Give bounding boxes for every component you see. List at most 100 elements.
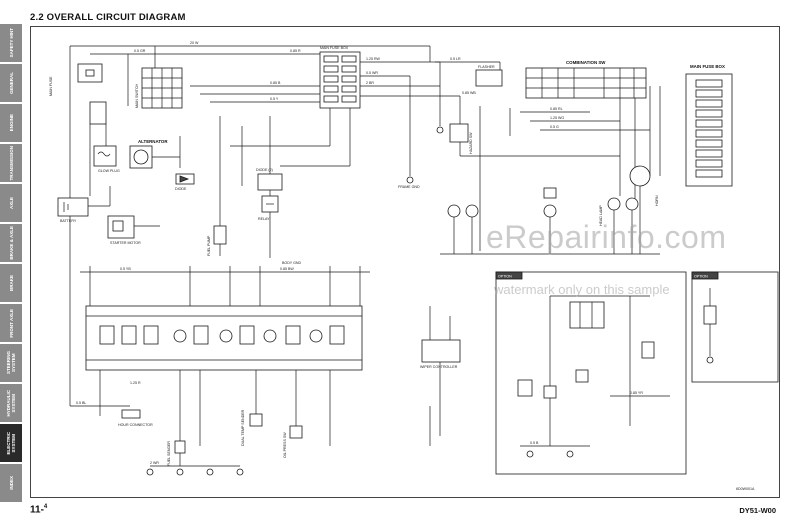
wire-code: 1.25 WG — [550, 116, 564, 120]
flasher — [475, 69, 503, 87]
main-fuse-switch-area: MAIN FUSE MAIN SWITCH — [49, 63, 183, 196]
side-tab-label: INDEX — [8, 476, 14, 490]
side-tab-general[interactable]: GENERAL — [0, 64, 22, 102]
wiper-controller-label: WIPER CONTROLLER — [420, 365, 458, 369]
main-switch-label: MAIN SWITCH — [135, 83, 139, 108]
starter-motor-label: STARTER MOTOR — [110, 241, 141, 245]
side-tab-brake[interactable]: BRAKE — [0, 264, 22, 302]
fuel-sender — [174, 440, 186, 454]
wire-code: 0.85 WB — [462, 91, 476, 95]
wire-code: 2 BR — [366, 81, 374, 85]
horn-label: HORN — [655, 195, 659, 206]
wiper-controller-area: WIPER CONTROLLER — [420, 306, 461, 446]
top-wiring — [69, 45, 661, 406]
wiper-controller — [421, 339, 461, 363]
flasher-label: FLASHER — [478, 65, 495, 69]
right-fuse-box-label: MAIN FUSE BOX — [690, 64, 725, 69]
lighting-area: FLASHER HAZARD SW HORN HEAD LAMP — [406, 65, 660, 255]
battery — [57, 197, 89, 217]
wire-code-labels: 20 W 0.85 R 1.25 RW 0.5 WR 2 BR 0.85 B 0… — [76, 41, 643, 465]
section-title: 2.2 OVERALL CIRCUIT DIAGRAM — [30, 12, 186, 23]
side-tab-label: ELECTRIC SYSTEM — [6, 431, 16, 455]
page-number-sub: 4 — [43, 504, 48, 510]
option-left-label: OPTION — [498, 275, 512, 279]
side-tab-safety[interactable]: SAFETY HINT — [0, 24, 22, 62]
dual-temp-sender — [249, 413, 263, 427]
wire-code: 1.25 RW — [366, 57, 381, 61]
main-fuse-box-label: MAIN FUSE BOX — [320, 46, 349, 50]
side-tab-front-axle[interactable]: FRONT AXLE — [0, 304, 22, 342]
main-fuse-box: MAIN FUSE BOX — [319, 46, 361, 109]
fuel-pump — [213, 225, 227, 245]
wire-code: 0.5 B — [530, 441, 539, 445]
right-fuse-box: MAIN FUSE BOX — [685, 64, 733, 187]
wire-code: 0.5 G — [550, 125, 559, 129]
frame-gnd-label: FRAME GND — [398, 185, 420, 189]
watermark-sub: watermark only on this sample — [494, 282, 670, 297]
relay-label: RELAY — [258, 217, 270, 221]
oil-press-sw-label: OIL PRESS SW — [283, 432, 287, 458]
head-lamp-label: HEAD LAMP — [599, 205, 603, 226]
wire-code: 0.85 BW — [280, 267, 294, 271]
side-tab-electric[interactable]: ELECTRIC SYSTEM — [0, 424, 22, 462]
side-tab-label: STEERING SYSTEM — [6, 351, 16, 375]
center-relay-area: DIODE FUEL PUMP DIODE (2) RELAY — [175, 108, 351, 258]
side-tab-engine[interactable]: ENGINE — [0, 104, 22, 142]
side-tab-label: GENERAL — [8, 71, 14, 94]
alternator-label: ALTERNATOR — [138, 139, 168, 144]
hazard-sw-label: HAZARD SW — [469, 132, 473, 154]
side-tab-index[interactable]: INDEX — [0, 464, 22, 502]
side-tab-label: AXLE — [8, 196, 14, 209]
option-right-label: OPTION — [694, 275, 708, 279]
wire-code: 0.5 BL — [76, 401, 86, 405]
side-tab-label: HYDRAULIC SYSTEM — [6, 389, 16, 417]
body-gnd-label: BODY GND — [282, 261, 302, 265]
fuel-sender-label: FUEL SENDER — [167, 441, 171, 466]
fuel-pump-label: FUEL PUMP — [207, 235, 211, 256]
instrument-cluster: HOUR CONNECTOR FUEL SENDER DUAL TEMP SEN… — [70, 266, 370, 476]
dual-temp-sender-label: DUAL TEMP SENDER — [241, 409, 245, 446]
wire-code: 0.85 YR — [630, 391, 643, 395]
wire-code: 0.5 Y — [270, 97, 279, 101]
circuit-diagram: MAIN FUSE MAIN SWITCH GLOW PLUG ALTERNAT… — [49, 41, 779, 491]
diode2-label: DIODE (2) — [256, 168, 273, 172]
main-fuse-label: MAIN FUSE — [49, 76, 53, 96]
page-number-main: 11- — [30, 504, 44, 516]
diagram-frame — [30, 26, 780, 498]
side-tab-brake-axle[interactable]: BRAKE & AXLE — [0, 224, 22, 262]
side-tab-label: ENGINE — [8, 114, 14, 132]
diode-2 — [257, 173, 283, 191]
wire-code: 20 W — [190, 41, 199, 45]
glow-plug-label: GLOW PLUG — [98, 169, 120, 173]
side-tab-axle[interactable]: AXLE — [0, 184, 22, 222]
hour-connector — [121, 409, 141, 419]
wire-code: 0.85 R — [290, 49, 301, 53]
side-tab-label: SAFETY HINT — [8, 28, 14, 58]
figure-code: 6D0W001A — [736, 487, 755, 491]
side-tab-label: BRAKE — [8, 274, 14, 291]
wire-code: 2 WR — [150, 461, 159, 465]
battery-label: BATTERY — [60, 219, 77, 223]
side-tab-transmission[interactable]: TRANSMISSION — [0, 144, 22, 182]
side-tab-label: TRANSMISSION — [8, 145, 14, 181]
side-tab-strip: SAFETY HINT GENERAL ENGINE TRANSMISSION … — [0, 0, 22, 520]
wire-code: 0.85 B — [270, 81, 281, 85]
wire-code: 0.5 GR — [134, 49, 146, 53]
option-box: OPTION — [495, 271, 687, 475]
wire-code: 0.5 WR — [366, 71, 378, 75]
watermark-main: eRepairinfo.com — [486, 219, 727, 255]
doc-code: DY51-W00 — [739, 506, 776, 515]
hour-connector-label: HOUR CONNECTOR — [118, 423, 153, 427]
combination-switch-table: COMBINATION SW — [525, 60, 647, 99]
wire-code: 0.5 YB — [120, 267, 131, 271]
glow-plug — [93, 145, 117, 167]
page-number: 11-4 — [30, 504, 47, 515]
side-tab-steering[interactable]: STEERING SYSTEM — [0, 344, 22, 382]
wire-code: 0.85 RL — [550, 107, 563, 111]
side-tab-label: BRAKE & AXLE — [8, 226, 14, 260]
engine-start-area: GLOW PLUG ALTERNATOR BATTERY STARTER MOT… — [57, 136, 181, 245]
horn — [629, 165, 651, 187]
side-tab-hydraulic[interactable]: HYDRAULIC SYSTEM — [0, 384, 22, 422]
diode-label: DIODE — [175, 187, 187, 191]
wire-code: 1.25 R — [130, 381, 141, 385]
